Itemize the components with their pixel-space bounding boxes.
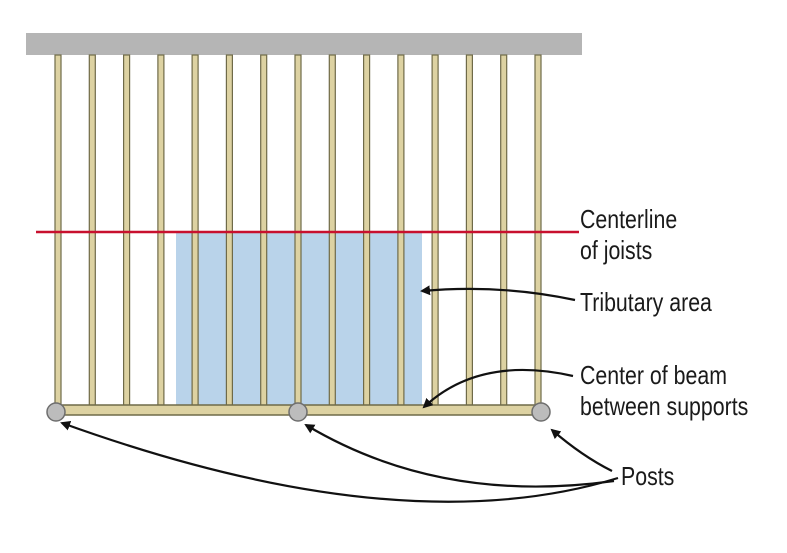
centerline-label: Centerline of joists	[580, 204, 677, 266]
posts-arrow-right	[550, 428, 613, 472]
posts-label: Posts	[621, 461, 675, 491]
posts	[46, 402, 551, 422]
tributary-area-label: Tributary area	[580, 287, 712, 317]
beam-arrow	[422, 368, 574, 409]
beam-center-label-line-2: between supports	[580, 391, 749, 421]
posts-arrow-left	[60, 421, 619, 503]
beam-center-label: Center of beam between supports	[580, 360, 748, 422]
posts-arrow-middle	[304, 423, 615, 488]
ledger-wall	[26, 33, 582, 55]
post	[46, 402, 66, 422]
centerline-label-line-2: of joists	[580, 235, 653, 265]
post	[531, 402, 551, 422]
beam-center-label-line-1: Center of beam	[580, 360, 727, 390]
tributary-arrow	[420, 285, 576, 302]
centerline-label-line-1: Centerline	[580, 204, 678, 234]
post	[288, 402, 308, 422]
